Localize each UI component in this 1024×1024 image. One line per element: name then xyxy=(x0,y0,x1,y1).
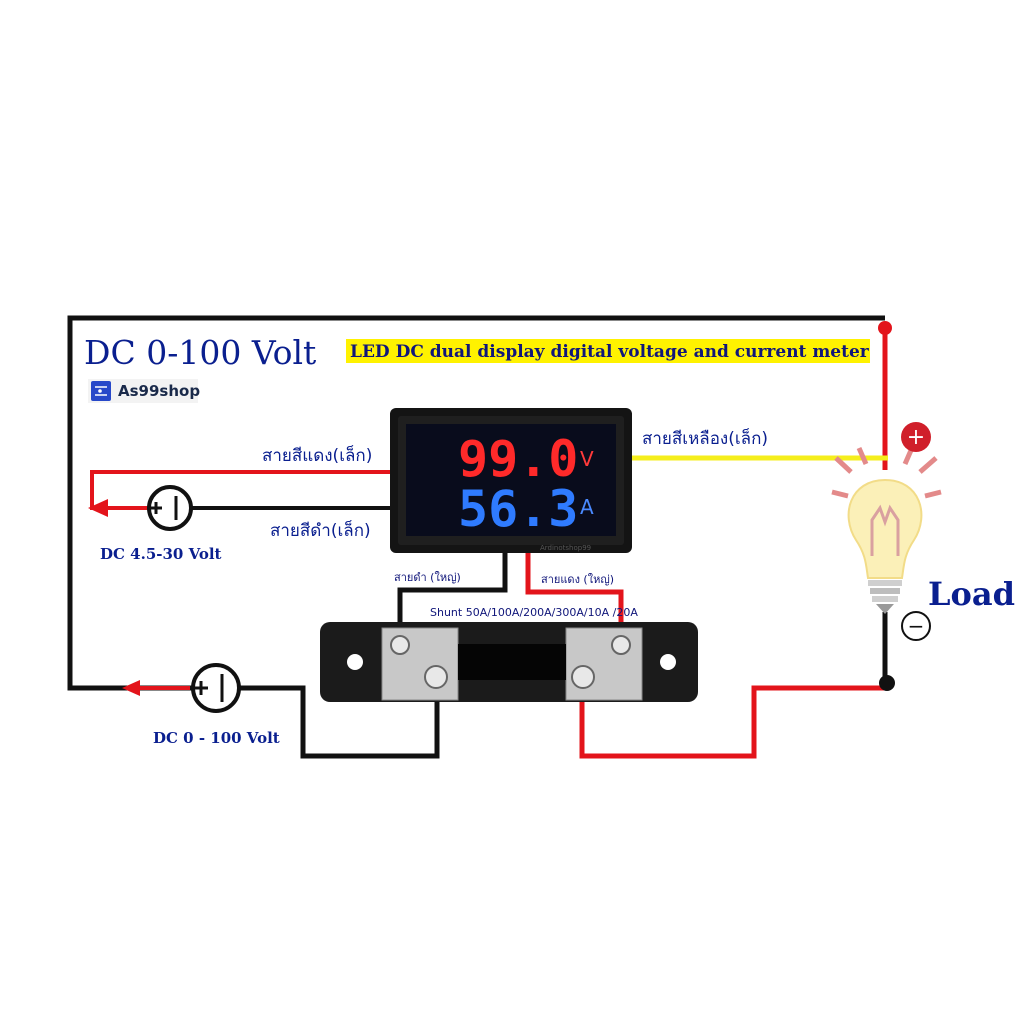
shunt-bolt-big-right xyxy=(571,665,595,689)
black-main-wire-outer xyxy=(67,315,885,759)
shunt-bolt-big-left xyxy=(424,665,448,689)
red-arrow-main-head xyxy=(122,680,140,696)
svg-text:−: − xyxy=(908,614,925,638)
meter-supply-label: DC 4.5-30 Volt xyxy=(100,545,222,563)
shunt-bolt-small-right xyxy=(611,635,631,655)
brand-badge: As99shop xyxy=(88,379,200,403)
black-thin-wire-label: สายสีดำ(เล็ก) xyxy=(270,519,371,541)
dual-meter: 99.0 V 56.3 A Ardinotshop99 xyxy=(390,408,632,553)
lamp-icon xyxy=(831,446,942,614)
load-label: Load xyxy=(928,575,1015,613)
red-load-wire xyxy=(579,680,885,759)
svg-text:+: + xyxy=(907,425,925,450)
subtitle-highlight xyxy=(346,339,870,363)
red-thin-wire-label: สายสีแดง(เล็ก) xyxy=(262,444,372,466)
black-thick-wire xyxy=(397,548,508,632)
red-thin-wire-arrow xyxy=(88,499,108,517)
page-title: DC 0-100 Volt xyxy=(84,333,316,372)
brand-name: As99shop xyxy=(118,382,200,400)
yellow-thin-wire-label: สายสีเหลือง(เล็ก) xyxy=(642,427,768,449)
red-thick-wire-label: สายแดง (ใหญ่) xyxy=(541,573,614,586)
shunt-resistor xyxy=(320,622,698,702)
voltage-unit: V xyxy=(580,447,594,471)
current-reading: 56.3 xyxy=(458,480,578,538)
subtitle: LED DC dual display digital voltage and … xyxy=(350,342,870,362)
black-thick-wire-label: สายดำ (ใหญ่) xyxy=(394,571,461,584)
node-bottom-right xyxy=(879,675,895,691)
main-supply-label: DC 0 - 100 Volt xyxy=(153,729,280,747)
voltage-reading: 99.0 xyxy=(458,430,578,488)
plus-icon: + xyxy=(901,422,931,452)
node-top-right xyxy=(878,321,892,335)
minus-icon: − xyxy=(901,611,931,641)
red-thick-wire xyxy=(525,548,624,632)
meter-brand-mark: Ardinotshop99 xyxy=(540,544,591,552)
shunt-bolt-small-left xyxy=(390,635,410,655)
current-unit: A xyxy=(580,495,594,519)
shunt-label: Shunt 50A/100A/200A/300A/10A /20A xyxy=(430,606,638,619)
red-thin-wire xyxy=(90,470,390,510)
main-supply-source xyxy=(191,663,241,713)
meter-supply-source xyxy=(147,485,193,531)
